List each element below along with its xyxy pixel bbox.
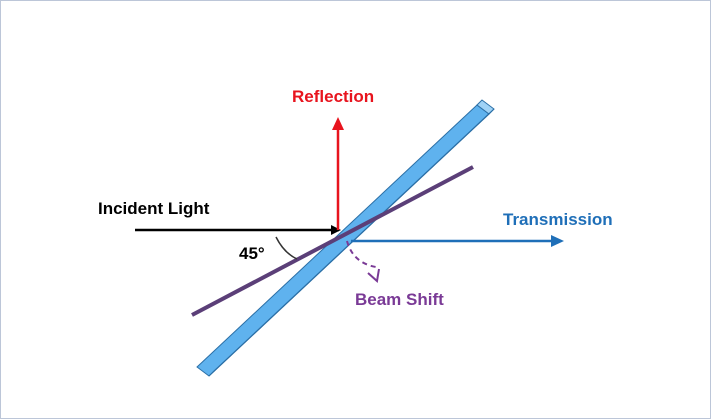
transmission-label: Transmission bbox=[503, 210, 613, 229]
incident-label: Incident Light bbox=[98, 199, 210, 218]
beam-shift-label: Beam Shift bbox=[355, 290, 444, 309]
reflection-arrowhead bbox=[332, 117, 344, 130]
plane-line bbox=[191, 165, 474, 317]
beam-shift-curve bbox=[346, 240, 377, 268]
beam-shift-arrowhead bbox=[367, 268, 380, 283]
glass-plate bbox=[196, 99, 495, 377]
reflection-label: Reflection bbox=[292, 87, 374, 106]
angle-arc bbox=[275, 236, 298, 260]
plate-side bbox=[208, 108, 495, 377]
transmission-arrowhead bbox=[551, 235, 564, 247]
angle-label: 45° bbox=[239, 244, 265, 263]
